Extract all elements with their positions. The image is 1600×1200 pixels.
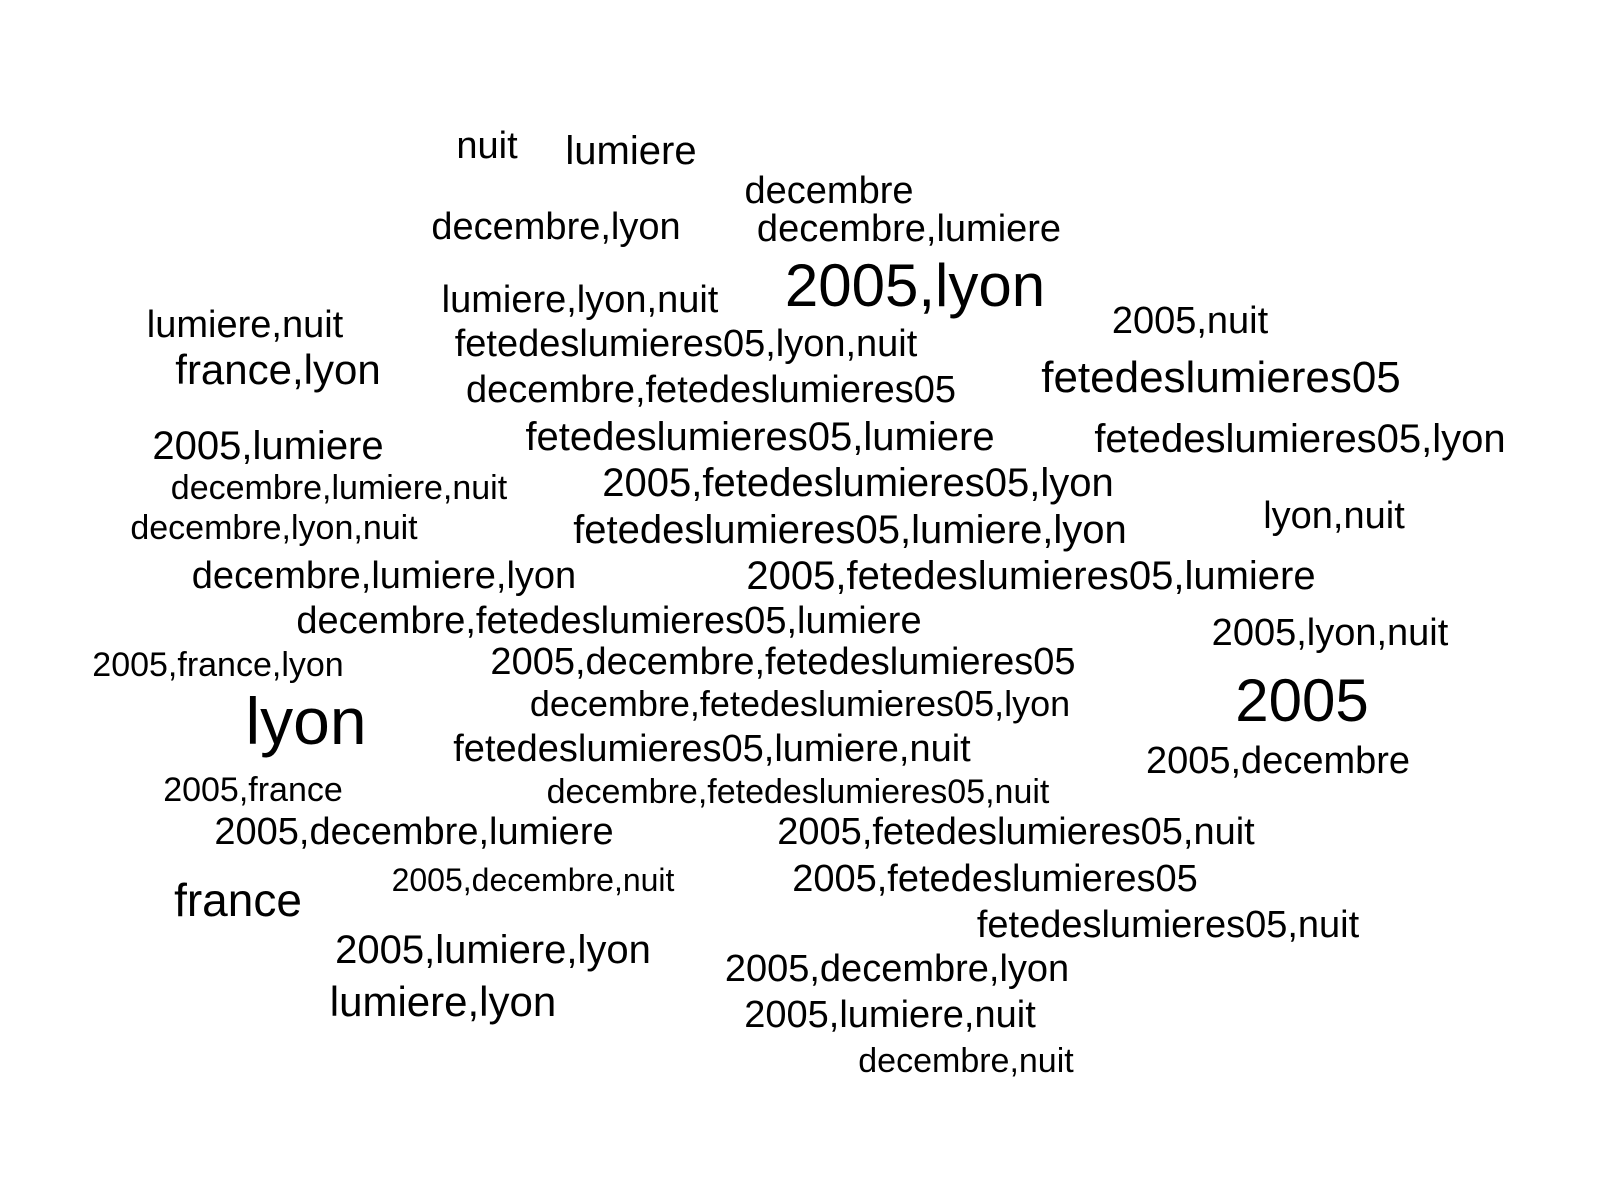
- cloud-word: decembre,fetedeslumieres05,nuit: [546, 773, 1050, 811]
- cloud-word: decembre,lumiere: [756, 208, 1062, 250]
- cloud-word: decembre,lumiere,lyon: [191, 555, 577, 597]
- cloud-word: 2005,decembre,nuit: [391, 862, 675, 898]
- cloud-word: fetedeslumieres05,lumiere,nuit: [453, 728, 971, 770]
- cloud-word: fetedeslumieres05,nuit: [976, 904, 1360, 946]
- cloud-word: decembre,lyon,nuit: [130, 509, 418, 547]
- cloud-word: 2005,france,lyon: [92, 646, 344, 684]
- cloud-word: 2005,nuit: [1111, 300, 1269, 342]
- cloud-word: fetedeslumieres05: [1041, 353, 1401, 402]
- cloud-word: 2005,lumiere,nuit: [744, 994, 1036, 1036]
- cloud-word: lumiere,nuit: [146, 304, 344, 346]
- cloud-word: lumiere,lyon,nuit: [441, 279, 719, 321]
- cloud-word: 2005,fetedeslumieres05,nuit: [777, 811, 1255, 853]
- cloud-word: decembre,fetedeslumieres05,lumiere: [296, 600, 922, 642]
- cloud-word: decembre,lyon: [431, 206, 681, 248]
- cloud-word: france: [174, 874, 302, 926]
- cloud-word: 2005,lumiere,lyon: [335, 928, 651, 972]
- cloud-word: fetedeslumieres05,lumiere,lyon: [573, 508, 1127, 552]
- cloud-word: decembre: [744, 170, 914, 212]
- cloud-word: 2005,lumiere: [152, 424, 384, 468]
- cloud-word: lumiere: [565, 129, 697, 173]
- cloud-word: decembre,nuit: [858, 1042, 1074, 1080]
- cloud-word: 2005,fetedeslumieres05,lumiere: [746, 554, 1316, 598]
- cloud-word: 2005,decembre,lyon: [724, 948, 1070, 990]
- cloud-word: fetedeslumieres05,lyon,nuit: [454, 323, 918, 365]
- cloud-word: 2005,decembre,fetedeslumieres05: [490, 641, 1076, 683]
- cloud-word: 2005: [1235, 667, 1369, 734]
- cloud-word: decembre,lumiere,nuit: [170, 469, 508, 507]
- cloud-word: 2005,france: [163, 771, 343, 809]
- cloud-word: 2005,fetedeslumieres05,lyon: [602, 461, 1114, 505]
- cloud-word: 2005,lyon,nuit: [1211, 612, 1449, 654]
- cloud-word: fetedeslumieres05,lumiere: [525, 415, 995, 459]
- cloud-word: 2005,decembre,lumiere: [214, 811, 614, 853]
- cloud-word: lyon: [245, 684, 367, 758]
- cloud-word: lyon,nuit: [1263, 495, 1405, 537]
- cloud-word: fetedeslumieres05,lyon: [1094, 417, 1506, 461]
- cloud-word: decembre,fetedeslumieres05,lyon: [529, 683, 1071, 724]
- cloud-word: france,lyon: [175, 346, 381, 393]
- cloud-word: 2005,decembre: [1145, 740, 1411, 782]
- cloud-word: lumiere,lyon: [329, 978, 557, 1025]
- cloud-word: nuit: [456, 125, 518, 167]
- cloud-word: decembre,fetedeslumieres05: [465, 369, 957, 411]
- cloud-word: 2005,fetedeslumieres05: [792, 858, 1198, 900]
- cloud-word: 2005,lyon: [784, 252, 1046, 319]
